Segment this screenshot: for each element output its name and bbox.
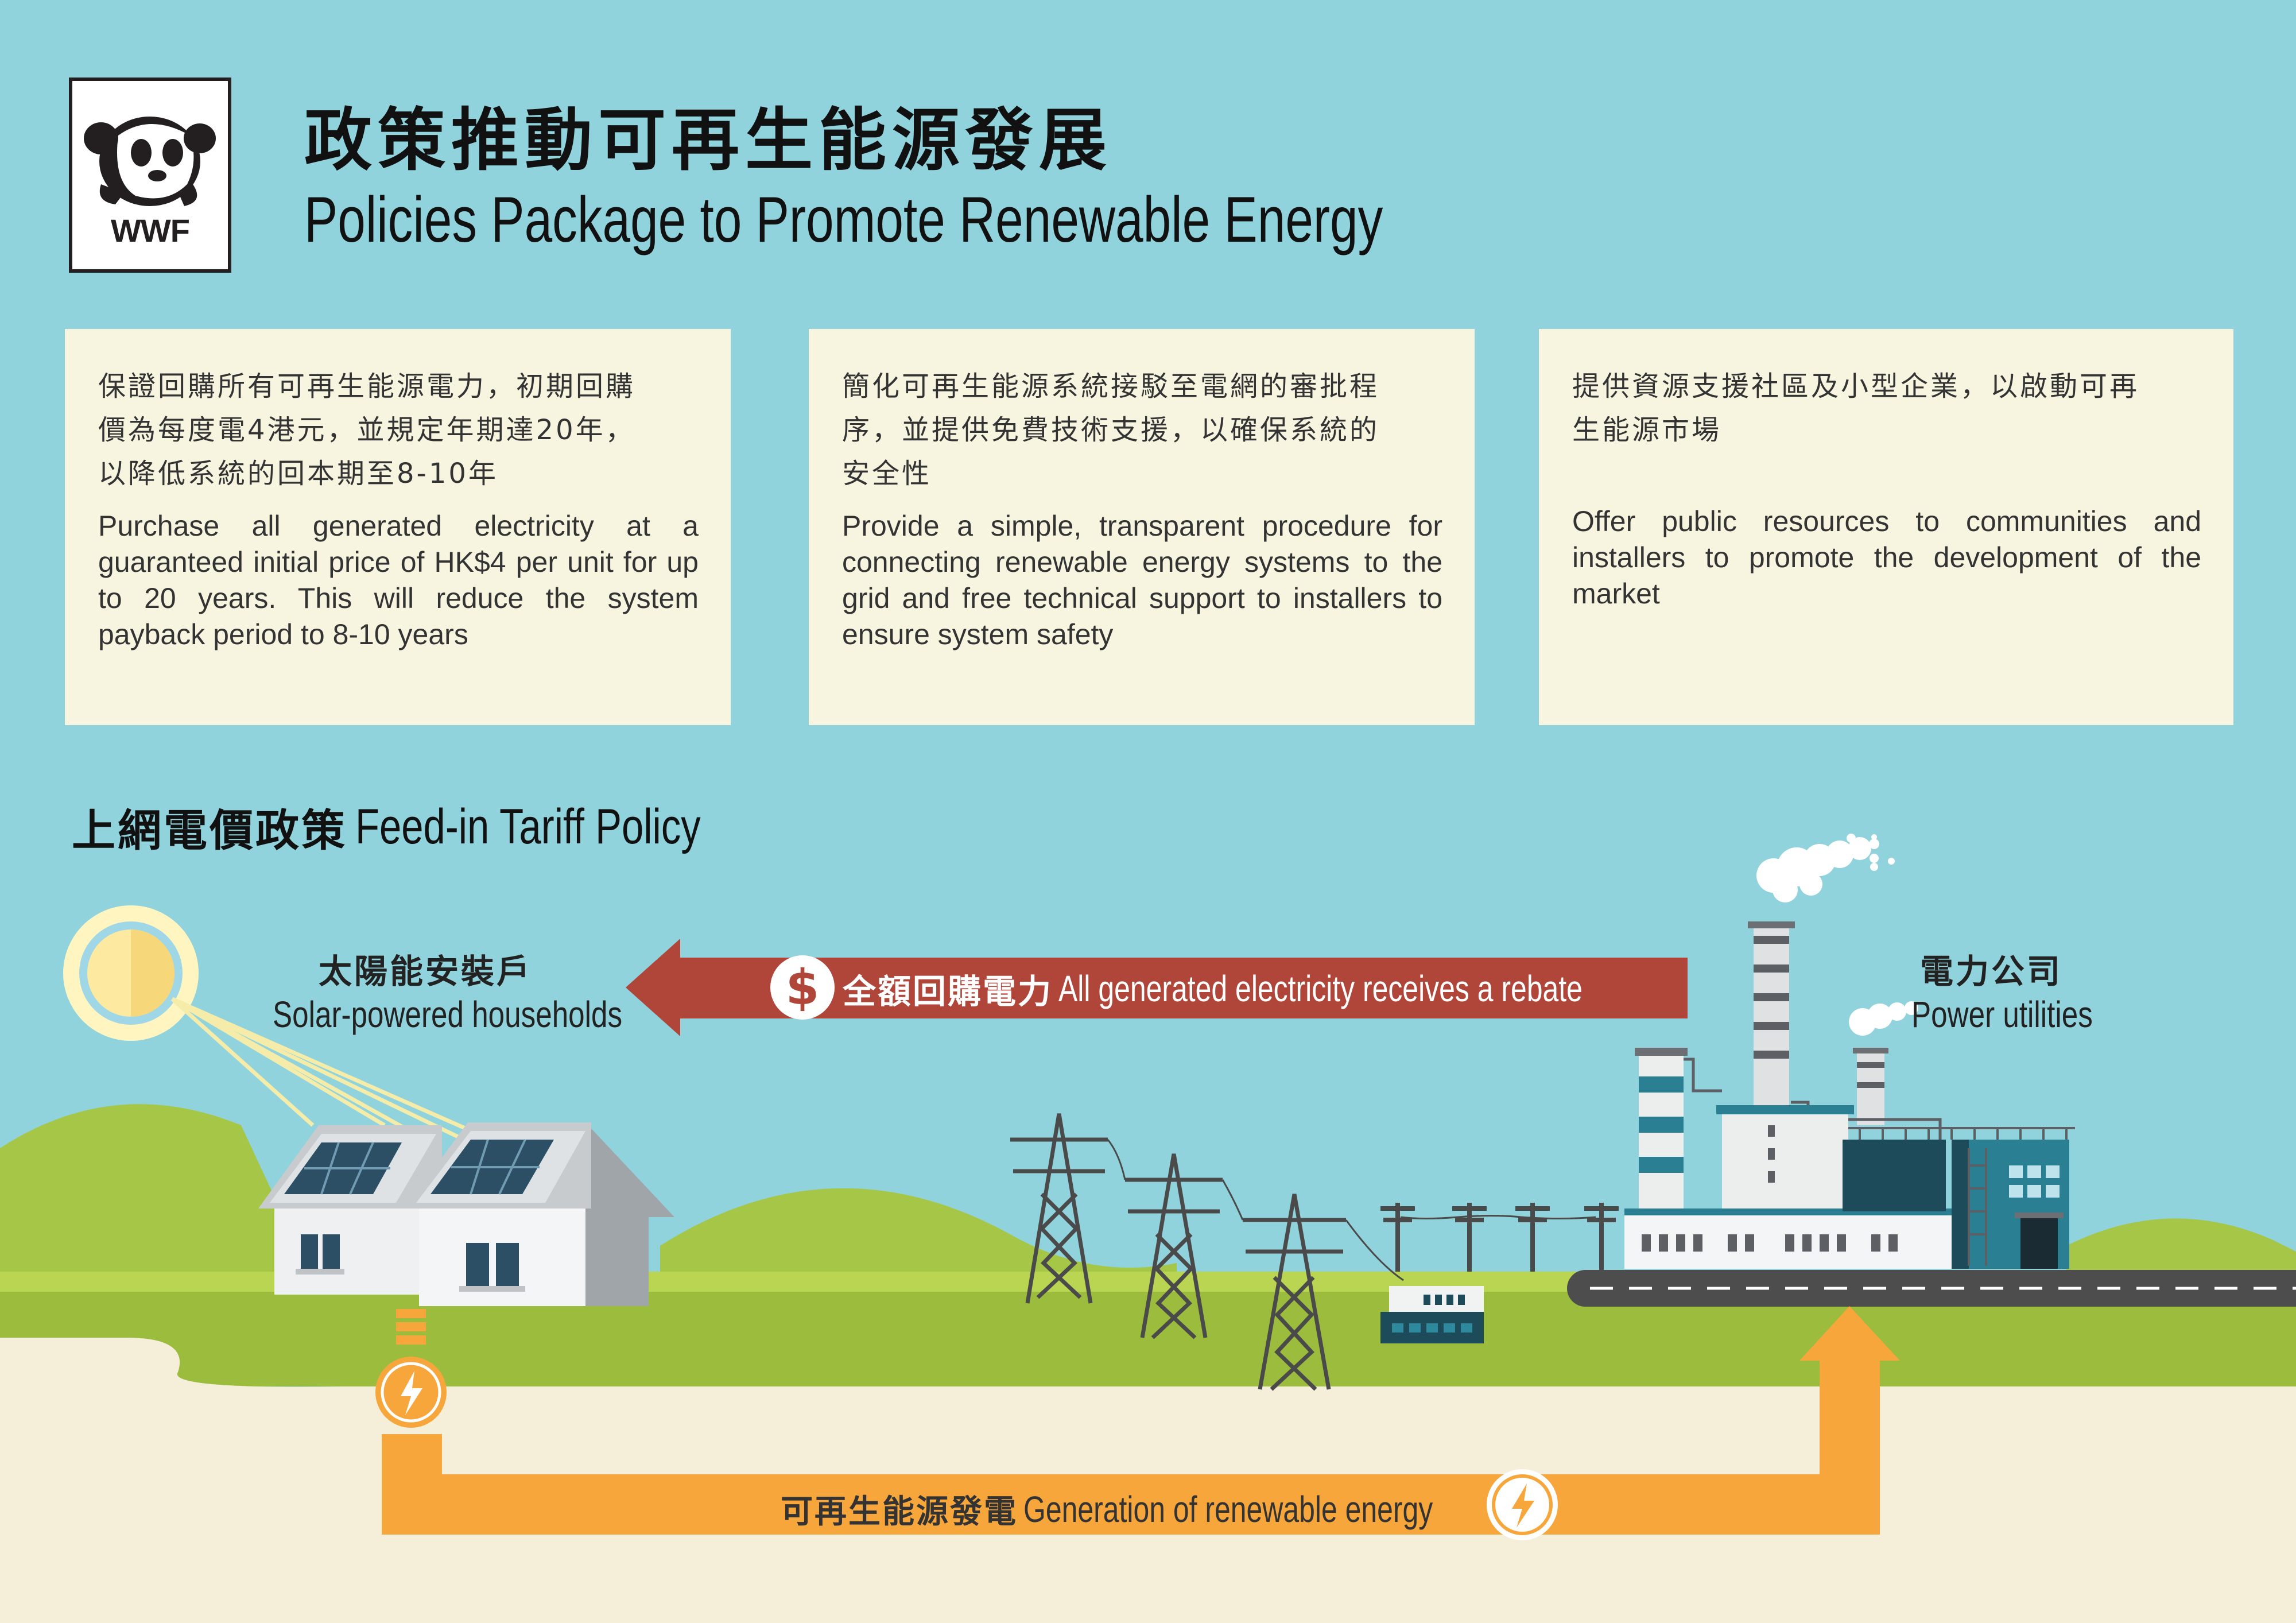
policy-card-chinese: 提供資源支援社區及小型企業，以啟動可再 生能源市場 [1572,370,2140,446]
panda-icon [84,117,216,206]
hill-left [0,1104,321,1297]
policy-card-english: Purchase all generated electricity at a … [98,510,699,650]
generation-arrow [382,1306,1900,1535]
pylon-icons [1010,1113,1346,1391]
section-title-english: Feed-in Tariff Policy [355,799,701,854]
policy-card-chinese: 簡化可再生能源系統接駁至電網的審批程 序，並提供免費技術支援，以確保系統的 安全… [842,370,1380,490]
substation-icon [1380,1286,1484,1343]
rebate-label-chinese: 全額回購電力 [843,972,1053,1011]
policy-card-chinese: 保證回購所有可再生能源電力，初期回購 價為每度電4港元，並規定年期達20年， 以… [98,370,636,490]
road [1567,1270,2296,1307]
utility-poles [1380,1203,1619,1272]
households-label-english: Solar-powered households [273,994,623,1035]
section-title-chinese: 上網電價政策 [72,805,347,856]
utilities-label-english: Power utilities [1911,994,2093,1035]
page-title-english: Policies Package to Promote Renewable En… [304,184,1383,255]
dollar-symbol: $ [785,959,820,1016]
dollar-icon [770,955,835,1020]
power-plant-icon [1624,834,2075,1269]
page-title-chinese: 政策推動可再生能源發展 [304,100,1113,180]
policy-card-resources: 提供資源支援社區及小型企業，以啟動可再 生能源市場 Offer public r… [1539,329,2233,725]
rebate-label-english: All generated electricity receives a reb… [1058,968,1583,1009]
policy-card-english: Provide a simple, transparent procedure … [842,510,1442,650]
households-label-chinese: 太陽能安裝戶 [319,952,533,991]
policy-card-purchase: 保證回購所有可再生能源電力，初期回購 價為每度電4港元，並規定年期達20年， 以… [65,329,731,725]
policy-card-english: Offer public resources to communities an… [1572,505,2201,610]
grass-ground [0,1292,2296,1386]
policy-card-procedure: 簡化可再生能源系統接駁至電網的審批程 序，並提供免費技術支援，以確保系統的 安全… [809,329,1475,725]
solar-houses-icon [258,1122,674,1306]
generation-label-chinese: 可再生能源發電 [781,1493,1018,1531]
logo-text: WWF [111,212,190,249]
wwf-logo: WWF [69,78,231,273]
rebate-arrow [626,939,1688,1036]
lightning-icon-meter [375,1357,447,1428]
utilities-label-chinese: 電力公司 [1920,952,2063,991]
hill-middle [660,1188,1177,1297]
lightning-icon-generation [1487,1469,1558,1540]
generation-label-english: Generation of renewable energy [1023,1488,1433,1530]
